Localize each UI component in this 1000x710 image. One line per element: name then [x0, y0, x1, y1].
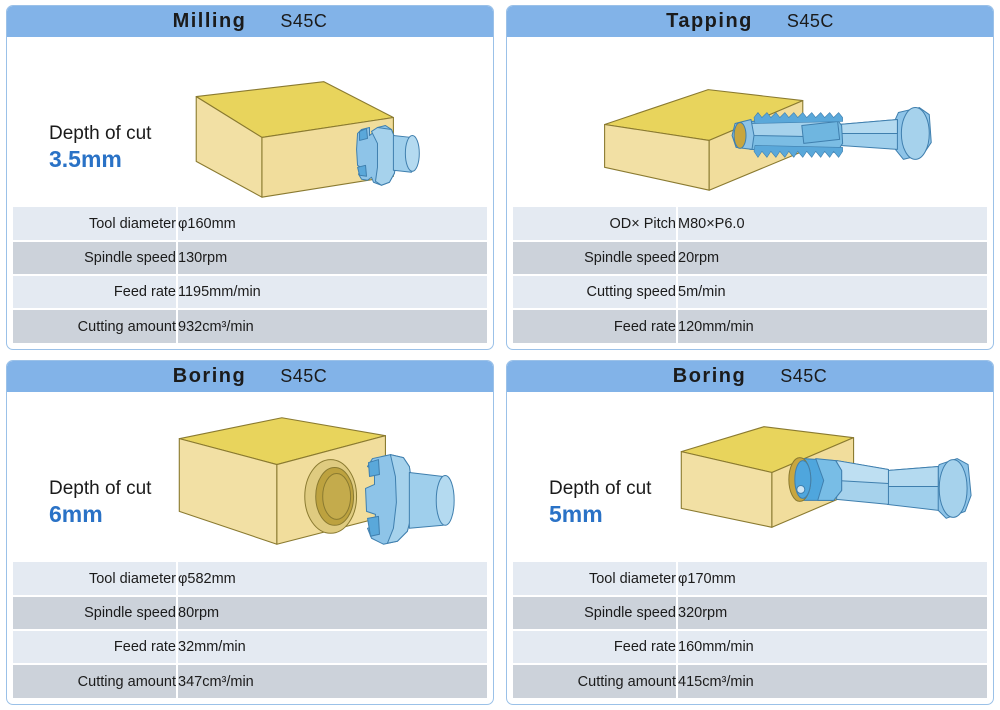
spec-label: Tool diameter: [13, 562, 177, 596]
card-title: Tapping: [666, 10, 753, 32]
spec-value: 320rpm: [676, 595, 987, 630]
spec-label: Spindle speed: [513, 595, 677, 630]
card-header-boring-hole: Boring S45C: [7, 361, 493, 392]
spec-value: 32mm/min: [176, 629, 487, 664]
table-row: Feed rate 120mm/min: [513, 308, 987, 343]
spec-table-milling: Tool diameter φ160mm Spindle speed 130rp…: [13, 207, 487, 343]
spec-value: φ160mm: [176, 207, 487, 241]
spec-label: Tool diameter: [13, 207, 177, 241]
table-row: Feed rate 32mm/min: [13, 629, 487, 664]
depth-of-cut-callout: Depth of cut 3.5mm: [49, 123, 151, 173]
card-title: Boring: [672, 365, 747, 387]
card-cell-boring-hole: Boring S45C Depth of cut 6mm: [0, 355, 500, 710]
spec-label: Feed rate: [13, 274, 177, 309]
table-row: Spindle speed 320rpm: [513, 595, 987, 630]
card-header-boring-bar: Boring S45C: [507, 361, 993, 392]
spec-label: OD× Pitch: [513, 207, 677, 241]
depth-of-cut-label: Depth of cut: [49, 123, 152, 144]
card-material: S45C: [280, 11, 328, 31]
table-row: Spindle speed 20rpm: [513, 240, 987, 275]
spec-label: Cutting amount: [13, 663, 177, 698]
table-row: Cutting speed 5m/min: [513, 274, 987, 309]
card-title: Boring: [172, 365, 247, 387]
boring-hole-illustration-icon: [7, 392, 493, 562]
spec-label: Spindle speed: [13, 240, 177, 275]
boring-bar-illustration-icon: [507, 392, 993, 562]
card-material: S45C: [786, 11, 834, 31]
depth-of-cut-value: 5mm: [549, 501, 603, 528]
spec-value: φ170mm: [676, 562, 987, 596]
depth-of-cut-value: 6mm: [49, 501, 103, 528]
table-row: Cutting amount 415cm³/min: [513, 663, 987, 698]
spec-label: Spindle speed: [13, 595, 177, 630]
card-cell-milling: Milling S45C Depth of cut 3.5mm: [0, 0, 500, 355]
tapping-illustration-icon: [507, 37, 993, 207]
table-row: Feed rate 160mm/min: [513, 629, 987, 664]
table-row: Tool diameter φ582mm: [13, 562, 487, 596]
card-cell-boring-bar: Boring S45C Depth of cut 5mm: [500, 355, 1000, 710]
card-header-milling: Milling S45C: [7, 6, 493, 37]
spec-value: 1195mm/min: [176, 274, 487, 309]
table-row: Cutting amount 347cm³/min: [13, 663, 487, 698]
depth-of-cut-value: 3.5mm: [49, 146, 122, 173]
table-row: Tool diameter φ170mm: [513, 562, 987, 596]
spec-label: Feed rate: [513, 308, 677, 343]
spec-value: 415cm³/min: [676, 663, 987, 698]
card-title: Milling: [172, 10, 247, 32]
table-row: Feed rate 1195mm/min: [13, 274, 487, 309]
depth-of-cut-callout: Depth of cut 5mm: [549, 478, 651, 528]
spec-value: 120mm/min: [676, 308, 987, 343]
spec-label: Feed rate: [513, 629, 677, 664]
spec-label: Tool diameter: [513, 562, 677, 596]
spec-label: Cutting amount: [13, 308, 177, 343]
spec-value: 20rpm: [676, 240, 987, 275]
table-row: Tool diameter φ160mm: [13, 207, 487, 241]
milling-illustration-icon: [7, 37, 493, 207]
spec-value: φ582mm: [176, 562, 487, 596]
card-material: S45C: [780, 366, 828, 386]
depth-of-cut-label: Depth of cut: [549, 478, 652, 499]
spec-value: 932cm³/min: [176, 308, 487, 343]
machining-card-boring-hole[interactable]: Boring S45C Depth of cut 6mm: [6, 360, 494, 705]
spec-value: 80rpm: [176, 595, 487, 630]
card-material: S45C: [280, 366, 328, 386]
spec-value: 130rpm: [176, 240, 487, 275]
table-row: Cutting amount 932cm³/min: [13, 308, 487, 343]
table-row: Spindle speed 80rpm: [13, 595, 487, 630]
illustration-area-boring-bar: Depth of cut 5mm: [507, 392, 993, 562]
machining-card-milling[interactable]: Milling S45C Depth of cut 3.5mm: [6, 5, 494, 350]
spec-table-boring-hole: Tool diameter φ582mm Spindle speed 80rpm…: [13, 562, 487, 698]
spec-label: Cutting amount: [513, 663, 677, 698]
depth-of-cut-label: Depth of cut: [49, 478, 152, 499]
depth-of-cut-callout: Depth of cut 6mm: [49, 478, 151, 528]
spec-table-boring-bar: Tool diameter φ170mm Spindle speed 320rp…: [513, 562, 987, 698]
spec-value: M80×P6.0: [676, 207, 987, 241]
spec-value: 160mm/min: [676, 629, 987, 664]
card-header-tapping: Tapping S45C: [507, 6, 993, 37]
table-row: Spindle speed 130rpm: [13, 240, 487, 275]
spec-value: 347cm³/min: [176, 663, 487, 698]
spec-table-tapping: OD× Pitch M80×P6.0 Spindle speed 20rpm C…: [513, 207, 987, 343]
machining-card-boring-bar[interactable]: Boring S45C Depth of cut 5mm: [506, 360, 994, 705]
spec-value: 5m/min: [676, 274, 987, 309]
illustration-area-milling: Depth of cut 3.5mm: [7, 37, 493, 207]
card-cell-tapping: Tapping S45C: [500, 0, 1000, 355]
spec-label: Spindle speed: [513, 240, 677, 275]
illustration-area-boring-hole: Depth of cut 6mm: [7, 392, 493, 562]
spec-label: Feed rate: [13, 629, 177, 664]
illustration-area-tapping: [507, 37, 993, 207]
spec-label: Cutting speed: [513, 274, 677, 309]
table-row: OD× Pitch M80×P6.0: [513, 207, 987, 241]
machining-card-tapping[interactable]: Tapping S45C: [506, 5, 994, 350]
